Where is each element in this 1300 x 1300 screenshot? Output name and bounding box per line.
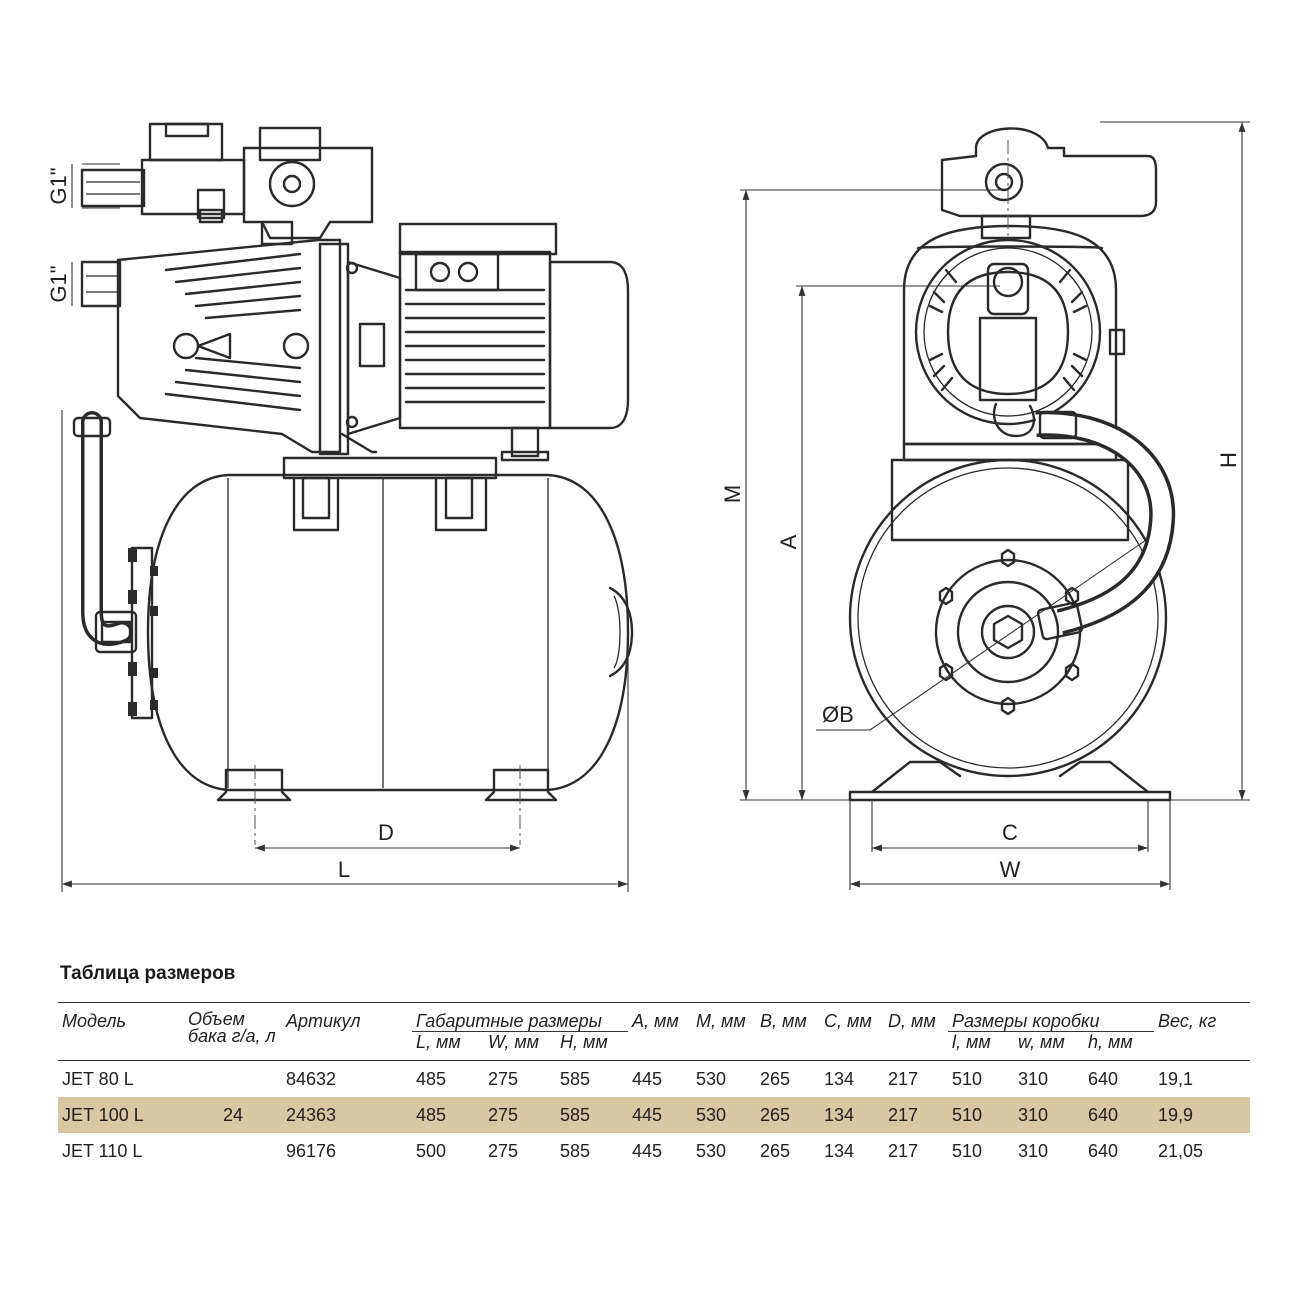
- size-table: Модель Объем бака г/а, л Артикул Габарит…: [58, 1002, 1250, 1169]
- dimension-label-b: ØB: [822, 702, 854, 727]
- cell-h: 585: [556, 1060, 628, 1097]
- cell-box-l: 510: [952, 1140, 983, 1161]
- table-title: Таблица размеров: [60, 963, 236, 984]
- header-model: Модель: [58, 1002, 184, 1061]
- header-l: L, мм: [416, 1032, 461, 1052]
- cell-c: 134: [820, 1060, 884, 1097]
- thread-callouts: G1" G1": [46, 163, 120, 307]
- dimension-label-a: A: [776, 534, 801, 549]
- hose-front: [1035, 410, 1176, 641]
- thread-label-mid: G1": [46, 265, 71, 302]
- cell-c: 134: [824, 1140, 855, 1161]
- thread-label-top: G1": [46, 167, 71, 204]
- cell-weight: 19,9: [1154, 1097, 1250, 1133]
- dimension-label-d: D: [378, 820, 394, 845]
- cell-d: 217: [884, 1060, 948, 1097]
- dimensions-side: D L: [61, 410, 629, 892]
- cell-a: 445: [632, 1140, 663, 1161]
- cell-m: 530: [692, 1097, 756, 1133]
- pressure-tank-front: [848, 458, 1168, 778]
- table-row: JET 80 L 84632 485 275 585 445 530 265 1…: [58, 1060, 1250, 1097]
- cell-model: JET 80 L: [58, 1060, 184, 1097]
- header-article: Артикул: [282, 1002, 412, 1061]
- dimension-label-c: C: [1002, 820, 1018, 845]
- cell-model: JET 100 L: [58, 1097, 184, 1133]
- cell-h: 585: [556, 1097, 628, 1133]
- table-row: JET 100 L 24 24363 485 275 585 445 530 2…: [58, 1097, 1250, 1133]
- header-box-w: w, мм: [1018, 1032, 1065, 1052]
- hose-side: [72, 411, 138, 654]
- cell-box-l: 510: [948, 1097, 1014, 1133]
- cell-box-h: 640: [1088, 1140, 1119, 1161]
- header-c: C, мм: [820, 1002, 884, 1061]
- cell-weight: 19,1: [1154, 1060, 1250, 1097]
- cell-h: 585: [560, 1140, 591, 1161]
- header-overall-dimensions: Габаритные размеры: [412, 1002, 628, 1032]
- header-h: H, мм: [560, 1032, 608, 1052]
- cell-b: 265: [756, 1097, 820, 1133]
- cell-m: 530: [696, 1140, 727, 1161]
- cell-l: 500: [416, 1140, 447, 1161]
- pump-casing-side: [80, 238, 359, 456]
- cell-volume: [184, 1133, 282, 1169]
- pressure-tank-side: [128, 456, 634, 845]
- cell-article: 84632: [282, 1060, 412, 1097]
- cell-box-w: 310: [1014, 1060, 1084, 1097]
- header-b: B, мм: [756, 1002, 820, 1061]
- cell-b: 265: [760, 1140, 791, 1161]
- table-row: JET 110 L 96176 500 275 585 445 530 265 …: [58, 1133, 1250, 1169]
- cell-d: 217: [888, 1140, 919, 1161]
- cell-m: 530: [692, 1060, 756, 1097]
- cell-article: 96176: [286, 1140, 337, 1161]
- side-view: G1" G1" D L: [46, 122, 634, 892]
- cell-w: 275: [484, 1097, 556, 1133]
- pressure-switch-front: [940, 127, 1158, 240]
- cell-c: 134: [820, 1097, 884, 1133]
- pump-front: [890, 224, 1130, 542]
- cell-w: 275: [484, 1060, 556, 1097]
- dimension-label-l: L: [338, 857, 350, 882]
- cell-l: 485: [412, 1060, 484, 1097]
- header-tank-volume: Объем бака г/а, л: [184, 1002, 282, 1061]
- cell-box-w: 310: [1018, 1140, 1049, 1161]
- cell-a: 445: [628, 1060, 692, 1097]
- cell-l: 485: [412, 1097, 484, 1133]
- dimension-label-m: M: [720, 485, 745, 503]
- cell-article: 24363: [282, 1097, 412, 1133]
- cell-b: 265: [756, 1060, 820, 1097]
- cell-box-h: 640: [1084, 1097, 1154, 1133]
- pressure-switch-side: [80, 122, 374, 246]
- cell-model: JET 110 L: [62, 1140, 143, 1161]
- cell-box-h: 640: [1084, 1060, 1154, 1097]
- technical-drawing: G1" G1" D L: [46, 121, 1250, 892]
- cell-volume: 24: [184, 1097, 282, 1133]
- cell-d: 217: [884, 1097, 948, 1133]
- cell-weight: 21,05: [1158, 1140, 1204, 1161]
- cell-box-l: 510: [948, 1060, 1014, 1097]
- cell-w: 275: [488, 1140, 519, 1161]
- cell-volume: [184, 1060, 282, 1097]
- header-a: A, мм: [628, 1002, 692, 1061]
- header-d: D, мм: [884, 1002, 948, 1061]
- header-m: M, мм: [692, 1002, 756, 1061]
- cell-a: 445: [628, 1097, 692, 1133]
- dimensions-front: M A H ØB C W: [720, 121, 1250, 890]
- front-view: M A H ØB C W: [720, 121, 1250, 890]
- cell-box-w: 310: [1014, 1097, 1084, 1133]
- header-box-dimensions: Размеры коробки: [948, 1002, 1154, 1032]
- header-weight: Вес, кг: [1154, 1002, 1250, 1061]
- base-front: [848, 760, 1172, 802]
- header-box-l: l, мм: [952, 1032, 991, 1052]
- motor-side: [340, 222, 630, 462]
- header-w: W, мм: [488, 1032, 540, 1052]
- dimension-label-h: H: [1216, 452, 1241, 468]
- dimension-label-w: W: [1000, 857, 1021, 882]
- header-box-h: h, мм: [1088, 1032, 1133, 1052]
